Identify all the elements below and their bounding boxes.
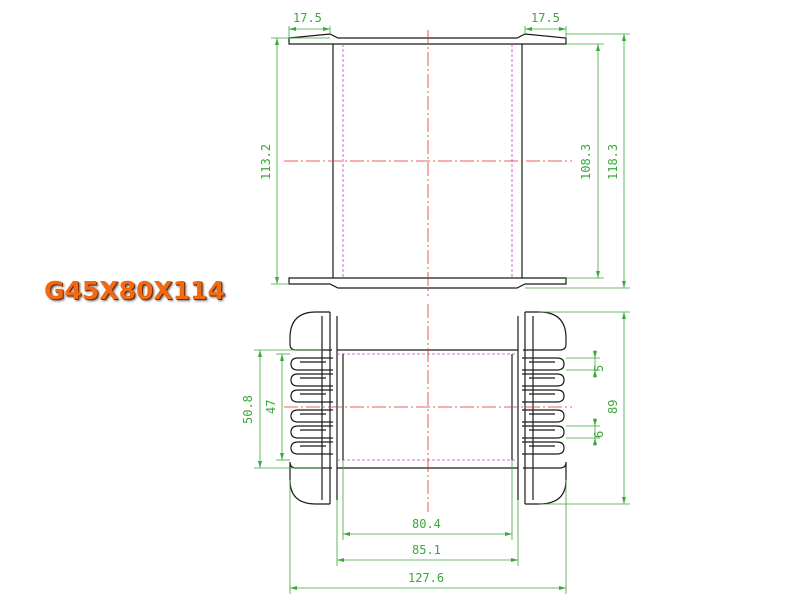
dim-top-left-flange: 17.5 [293,11,322,25]
top-flange [288,33,567,45]
right-pin-slots [522,357,565,455]
dim-inner-window: 47 [264,400,278,414]
dim-bottom-view-height: 89 [606,400,620,414]
dim-window-height: 50.8 [241,395,255,424]
top-view-dimensions: 17.5 17.5 113.2 108.3 118.3 [259,11,630,289]
dim-inner-width: 80.4 [412,517,441,531]
dim-inner-height: 108.3 [579,144,593,180]
left-pin-slots [290,357,333,455]
dim-slot-width: 6 [592,431,606,438]
left-flange-outline [289,311,332,505]
dim-core-width: 85.1 [412,543,441,557]
dim-overall-width: 127.6 [408,571,444,585]
bottom-view-dimensions: 50.8 47 5 6 89 80.4 [241,311,630,594]
bottom-flange [288,277,567,289]
part-title: G45X80X114 [44,276,225,305]
dim-overall-height-left: 113.2 [259,144,273,180]
bottom-view [284,304,572,512]
top-view [284,30,572,296]
dim-slot-pitch: 5 [592,365,606,372]
right-flange-outline [523,311,567,505]
dim-top-right-flange: 17.5 [531,11,560,25]
dim-overall-height-right: 118.3 [606,144,620,180]
